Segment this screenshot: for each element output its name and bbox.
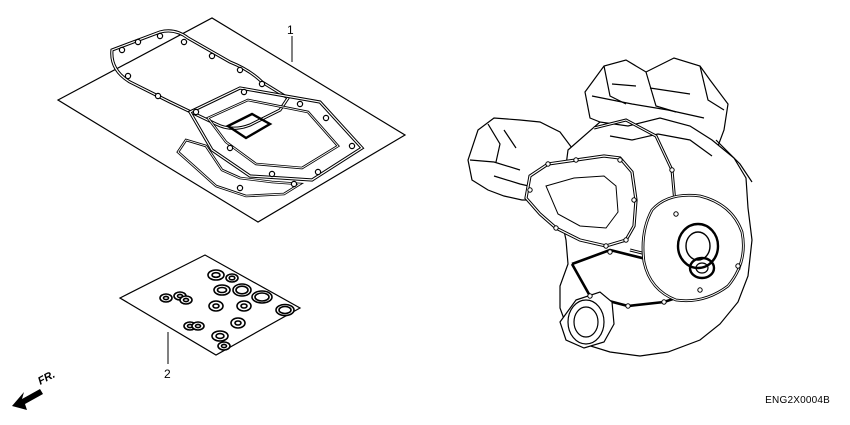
engine-illustration (467, 57, 753, 357)
front-direction-arrow-icon (12, 389, 43, 410)
callout-part-1: 1 (287, 23, 294, 37)
callout-part-2: 2 (164, 367, 171, 381)
gasket-kit-a-illustration (56, 17, 407, 223)
gasket-kit-b-illustration (118, 254, 302, 364)
diagram-code: ENG2X0004B (765, 395, 830, 406)
